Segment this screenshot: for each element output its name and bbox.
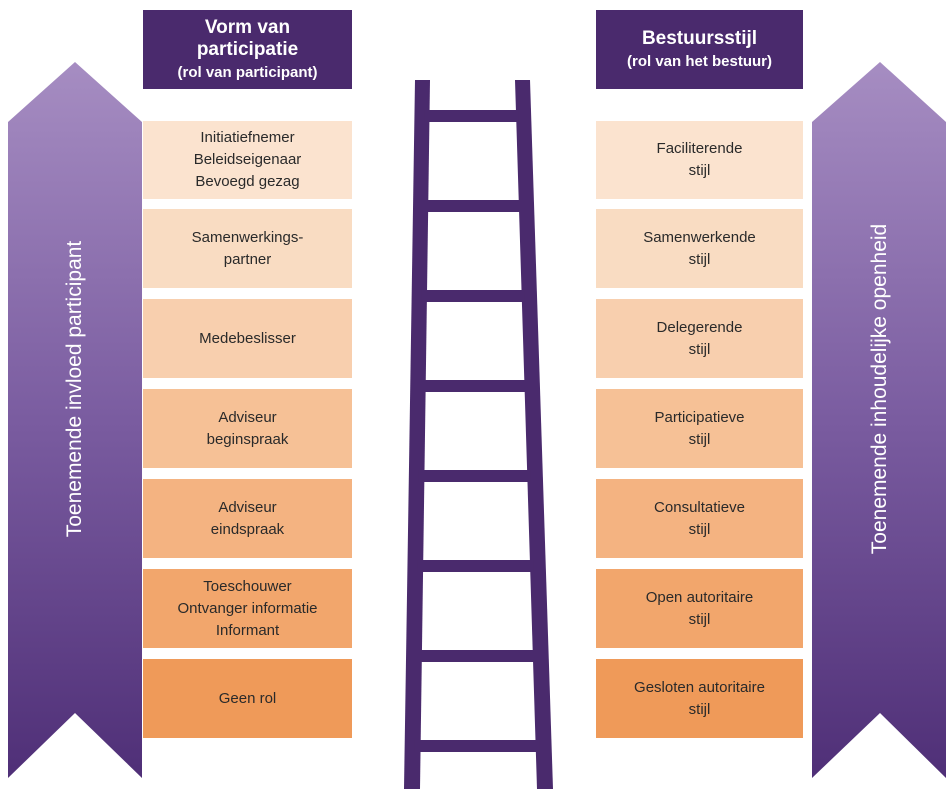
- left-column-title: Vorm van participatie: [196, 16, 299, 60]
- right-column-box-line: Gesloten autoritaire: [634, 678, 765, 696]
- left-column-box-line: Informant: [215, 621, 280, 639]
- right-column-subtitle: (rol van het bestuur): [626, 52, 772, 70]
- right-column-box: Samenwerkende stijl: [596, 209, 803, 288]
- ladder-rung: [416, 650, 537, 662]
- right-column-box: Consultatieve stijl: [596, 479, 803, 558]
- left-column-box-line: Initiatiefnemer: [200, 129, 295, 146]
- right-column-box: Delegerende stijl: [596, 299, 803, 378]
- right-column-box-line: stijl: [688, 520, 711, 538]
- left-column-subtitle: (rol van participant): [177, 63, 318, 81]
- right-column-box-line: stijl: [688, 430, 711, 448]
- left-column-box: Samenwerkings-partner: [143, 209, 352, 288]
- right-column-box-line: Participatieve: [654, 408, 745, 426]
- left-column-header: Vorm van participatie (rol van participa…: [143, 10, 352, 89]
- left-column-box-line: Medebeslisser: [199, 329, 296, 347]
- left-column-box-line: eindspraak: [210, 520, 285, 538]
- right-column-box: Gesloten autoritaire stijl: [596, 659, 803, 738]
- ladder-rung: [424, 110, 519, 122]
- ladder-rung: [420, 380, 528, 392]
- right-column-box-line: Faciliterende: [656, 140, 743, 157]
- left-column-box-line: beginspraak: [206, 430, 289, 448]
- left-column-box-line: Samenwerkings-: [191, 228, 304, 246]
- left-column-box-line: partner: [223, 250, 272, 268]
- ladder-right-rail: [515, 80, 553, 789]
- right-column-title: Bestuursstijl: [641, 27, 758, 49]
- right-column-box: Open autoritaire stijl: [596, 569, 803, 648]
- ladder-rung: [414, 740, 540, 752]
- right-column-box-line: Samenwerkende: [643, 228, 756, 246]
- ladder-rung: [423, 200, 522, 212]
- left-column-box-line: Ontvanger informatie: [177, 599, 318, 617]
- ladder-left-rail: [404, 80, 430, 789]
- left-column-box-line: Bevoegd gezag: [195, 173, 300, 190]
- right-column-header: Bestuursstijl (rol van het bestuur): [596, 10, 803, 89]
- left-column-box: Adviseur beginspraak: [143, 389, 352, 468]
- right-column-box-line: stijl: [688, 162, 711, 179]
- left-column-box-line: Toeschouwer: [203, 577, 292, 595]
- left-column-box-line: Adviseur: [218, 498, 277, 516]
- right-column-box-line: Consultatieve: [654, 498, 745, 516]
- right-column-box-line: stijl: [688, 250, 711, 268]
- right-column-box-line: Delegerende: [656, 318, 743, 336]
- ladder-rung: [417, 560, 534, 572]
- left-arrow-shape: [8, 62, 142, 778]
- left-column-box-line: Beleidseigenaar: [193, 151, 302, 168]
- right-column-box-line: stijl: [688, 700, 711, 718]
- left-column-box: Medebeslisser: [143, 299, 352, 378]
- right-column-box-line: stijl: [688, 610, 711, 628]
- left-column-box: Adviseur eindspraak: [143, 479, 352, 558]
- ladder-rung: [418, 470, 531, 482]
- right-column-box: Faciliterende stijl: [596, 121, 803, 199]
- right-column-box-line: Open autoritaire: [645, 588, 754, 606]
- right-column-box: Participatieve stijl: [596, 389, 803, 468]
- left-column-box-line: Geen rol: [218, 689, 277, 707]
- right-column-box-line: stijl: [688, 340, 711, 358]
- left-column-box-line: Adviseur: [218, 408, 277, 426]
- ladder-rung: [421, 290, 525, 302]
- left-column-box: Geen rol: [143, 659, 352, 738]
- right-arrow-shape: [812, 62, 946, 778]
